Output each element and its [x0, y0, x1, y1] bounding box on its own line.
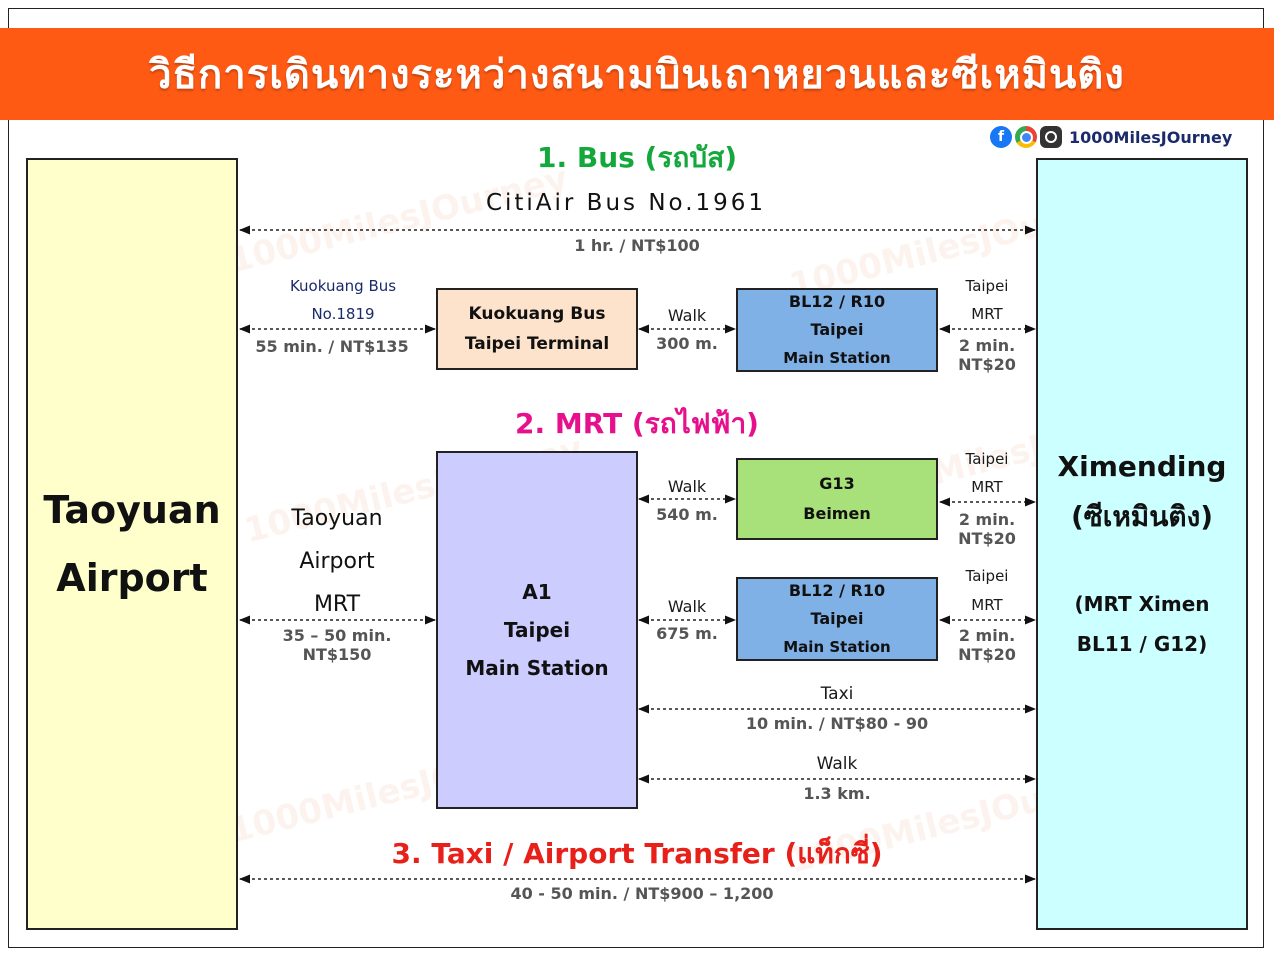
citiair-info: 1 hr. / NT$100	[574, 236, 700, 255]
taxi-direct-info: 40 - 50 min. / NT$900 – 1,200	[510, 884, 774, 903]
title-banner: วิธีการเดินทางระหว่างสนามบินเถาหยวนและซี…	[0, 28, 1274, 120]
destination-line4: BL11 / G12)	[1076, 632, 1208, 656]
a1-walk-info: 1.3 km.	[803, 784, 871, 803]
instagram-icon	[1040, 126, 1062, 148]
bus-mrt-price: NT$20	[958, 355, 1016, 374]
page-title: วิธีการเดินทางระหว่างสนามบินเถาหยวนและซี…	[149, 52, 1125, 98]
mrt-heading: 2. MRT (รถไฟฟ้า)	[515, 407, 759, 440]
kuokuang-info: 55 min. / NT$135	[255, 337, 409, 356]
bus-bl12-station-box: BL12 / R10 Taipei Main Station	[736, 288, 938, 372]
g13-mrt-time: 2 min.	[958, 510, 1016, 529]
bl12-line2: Taipei	[810, 609, 864, 628]
airport-mrt-line2: Airport	[299, 549, 375, 574]
bl12-line3: Main Station	[783, 638, 891, 656]
a1-walk-label: Walk	[816, 754, 858, 774]
outer-frame	[8, 8, 1264, 948]
origin-line2: Airport	[56, 556, 208, 600]
bl12-walk-label: Walk	[667, 597, 707, 616]
destination-station: (MRT Ximen BL11 / G12)	[1074, 584, 1209, 664]
airport-mrt-line1: Taoyuan	[291, 506, 383, 531]
bl12-walk-distance: 675 m.	[656, 624, 718, 643]
airport-mrt-line3: MRT	[313, 592, 361, 617]
bus-station-line3: Main Station	[783, 349, 891, 367]
airport-mrt-time: 35 – 50 min.	[282, 626, 392, 645]
facebook-icon: f	[990, 126, 1012, 148]
brand-logo: f 1000MilesJOurney	[990, 126, 1232, 148]
a1-taxi-label: Taxi	[820, 684, 854, 704]
g13-mrt-price: NT$20	[958, 529, 1016, 548]
g13-line1: G13	[819, 474, 855, 493]
destination-ximending-box: Ximending (ซีเหมินติง) (MRT Ximen BL11 /…	[1036, 158, 1248, 930]
bus-station-line2: Taipei	[810, 320, 864, 339]
taxi-heading: 3. Taxi / Airport Transfer (แท็กซี่)	[391, 837, 883, 870]
a1-line1: A1	[522, 580, 552, 604]
g13-mrt-label1: Taipei	[965, 450, 1009, 468]
bl12-line1: BL12 / R10	[788, 581, 886, 600]
bus-mrt-time: 2 min.	[958, 336, 1016, 355]
destination-line3: (MRT Ximen	[1074, 592, 1210, 616]
brand-name: 1000MilesJOurney	[1069, 127, 1233, 147]
bus-mrt-label2: MRT	[971, 305, 1003, 323]
mrt-bl12-station-box: BL12 / R10 Taipei Main Station	[736, 577, 938, 661]
g13-walk-label: Walk	[667, 477, 707, 496]
destination-line1: Ximending	[1057, 450, 1227, 483]
a1-taxi-info: 10 min. / NT$80 - 90	[745, 714, 929, 733]
airport-mrt-label: Taoyuan Airport MRT	[237, 497, 437, 626]
destination-title: Ximending (ซีเหมินติง)	[1058, 442, 1227, 542]
origin-label: Taoyuan Airport	[43, 476, 220, 612]
kuokuang-terminal-box: Kuokuang Bus Taipei Terminal	[436, 288, 638, 370]
origin-airport-box: Taoyuan Airport	[26, 158, 238, 930]
bl12-mrt-label1: Taipei	[965, 567, 1009, 585]
a1-taipei-main-station-box: A1 Taipei Main Station	[436, 451, 638, 809]
bus-station-line1: BL12 / R10	[788, 292, 886, 311]
g13-mrt-label2: MRT	[971, 478, 1003, 496]
bl12-mrt-price: NT$20	[958, 645, 1016, 664]
bus-walk-distance: 300 m.	[656, 334, 718, 353]
bus-mrt-label1: Taipei	[965, 277, 1009, 295]
g13-line2: Beimen	[803, 504, 871, 523]
kuokuang-name2: No.1819	[311, 305, 375, 323]
g13-walk-distance: 540 m.	[656, 505, 718, 524]
bus-walk-label: Walk	[667, 306, 707, 325]
kuokuang-name1: Kuokuang Bus	[289, 277, 397, 295]
g13-beimen-station-box: G13 Beimen	[736, 458, 938, 540]
bus-heading: 1. Bus (รถบัส)	[536, 141, 738, 174]
citiair-name: CitiAir Bus No.1961	[485, 190, 767, 216]
bl12-mrt-label2: MRT	[971, 596, 1003, 614]
terminal-line1: Kuokuang Bus	[468, 304, 606, 324]
destination-line2: (ซีเหมินติง)	[1070, 500, 1214, 533]
chrome-icon	[1015, 126, 1037, 148]
a1-line3: Main Station	[465, 656, 609, 680]
bl12-mrt-time: 2 min.	[958, 626, 1016, 645]
a1-line2: Taipei	[503, 618, 571, 642]
origin-line1: Taoyuan	[43, 488, 221, 532]
airport-mrt-price: NT$150	[302, 645, 372, 664]
terminal-line2: Taipei Terminal	[464, 334, 610, 354]
